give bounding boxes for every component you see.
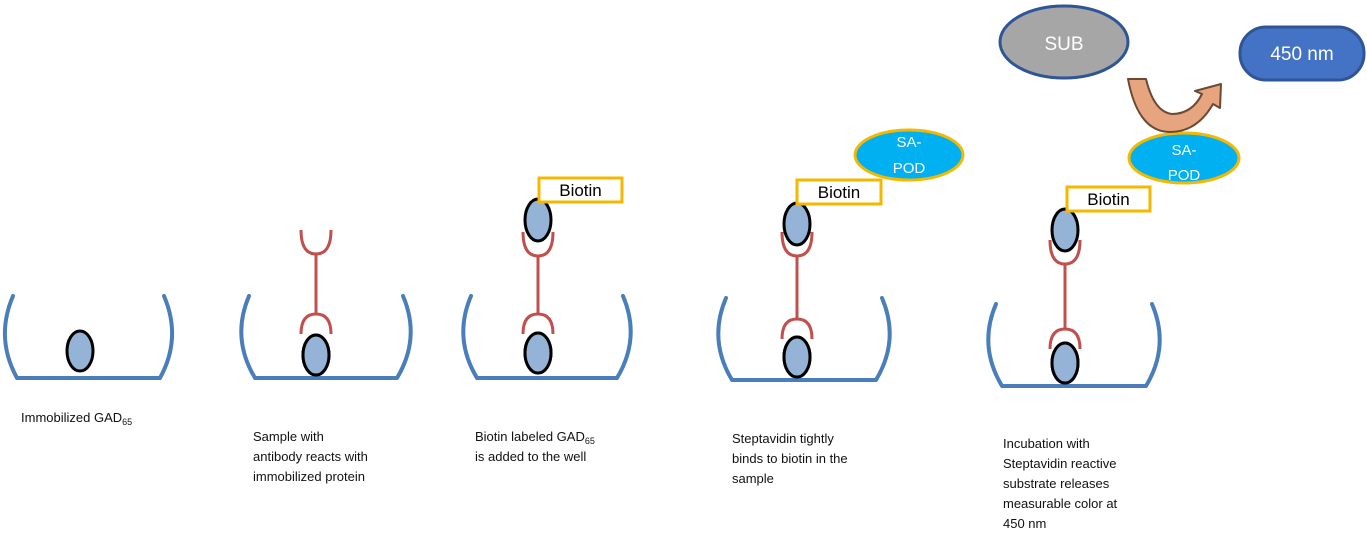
well-right-wall (395, 294, 413, 380)
antibody-bottom-arm (521, 312, 555, 335)
caption-text: Biotin labeled GAD (475, 429, 585, 444)
conversion-arrow (1127, 78, 1222, 133)
well-left-wall (986, 302, 1004, 388)
well (716, 296, 892, 382)
well-right-wall (615, 294, 633, 380)
antibody (1048, 239, 1082, 350)
caption-line: Steptavidin reactive (1003, 456, 1117, 471)
biotin-label: Biotin (559, 181, 602, 200)
well-right-wall (874, 296, 892, 382)
well-left-wall (461, 294, 479, 380)
caption-line: substrate releases (1003, 476, 1110, 491)
caption-line: Immobilized GAD65 (21, 408, 132, 428)
well (3, 294, 175, 380)
caption-line: Incubation with (1003, 434, 1117, 454)
antibody (780, 231, 814, 340)
caption-step-4: Steptavidin tightly binds to biotin in th… (732, 429, 848, 489)
antibody-bottom-arm (780, 317, 814, 340)
sa-pod-label-line2: POD (1168, 167, 1201, 184)
caption-line: Sample with (253, 427, 368, 447)
antibody-bottom-arm (1048, 327, 1082, 350)
wavelength-readout (1238, 25, 1366, 82)
antibody-top-arm (299, 229, 333, 256)
step-2 (239, 229, 413, 380)
caption-line: Biotin labeled GAD65 (475, 427, 595, 447)
biotin-label-box (795, 178, 883, 206)
caption-line: is added to the well (475, 449, 587, 464)
sa-pod-enzyme (1127, 131, 1241, 185)
well-left-wall (239, 294, 257, 380)
bound-antigen (301, 333, 331, 377)
labeled-antigen (1050, 207, 1080, 253)
well-right-wall (1144, 302, 1162, 388)
antibody-top-arm (1048, 239, 1082, 266)
substrate (998, 4, 1130, 80)
biotin-label-box (1065, 185, 1152, 213)
antibody (299, 229, 333, 335)
step-3: Biotin (461, 176, 633, 380)
well (986, 302, 1162, 388)
caption-text: Incubation with (1003, 436, 1090, 451)
labeled-antigen (782, 201, 812, 247)
well-left-wall (716, 296, 734, 382)
well (461, 294, 633, 380)
caption-step-1: Immobilized GAD65 (21, 408, 132, 428)
antibody (521, 231, 555, 335)
step-1 (3, 294, 175, 380)
sa-pod-label-line2: POD (893, 160, 926, 177)
caption-line: measurable color at (1003, 496, 1118, 511)
bound-antigen (1050, 341, 1080, 385)
bound-antigen (782, 335, 812, 379)
caption-step-3: Biotin labeled GAD65 is added to the well (475, 427, 595, 467)
labeled-antigen (523, 197, 553, 243)
substrate-label: SUB (1044, 34, 1083, 55)
caption-line: antibody reacts with (253, 449, 368, 464)
caption-line: 450 nm (1003, 516, 1047, 531)
bound-antigen (523, 331, 553, 375)
well-left-wall (3, 294, 19, 380)
biotin-label: Biotin (818, 183, 861, 202)
caption-text: Steptavidin tightly (732, 431, 834, 446)
biotin-label-box (537, 176, 624, 204)
step-4: Biotin SA- POD (716, 128, 965, 382)
wavelength-label: 450 nm (1270, 44, 1333, 65)
caption-line: Steptavidin tightly (732, 429, 848, 449)
caption-text: Immobilized GAD (21, 410, 123, 425)
biotin-label: Biotin (1087, 190, 1130, 209)
sa-pod-label-line1: SA- (896, 134, 921, 151)
antibody-top-arm (780, 231, 814, 258)
caption-text: Sample with (253, 429, 324, 444)
sa-pod-label-line1: SA- (1171, 142, 1196, 159)
well (239, 294, 413, 380)
caption-subscript: 65 (584, 436, 595, 446)
well-right-wall (158, 294, 175, 380)
antibody-top-arm (521, 231, 555, 258)
caption-line: sample (732, 471, 774, 486)
caption-subscript: 65 (122, 417, 133, 427)
step-5: Biotin SA- POD SUB 450 nm (986, 4, 1366, 388)
caption-line: immobilized protein (253, 469, 365, 484)
immobilized-antigen (65, 329, 95, 373)
caption-step-2: Sample with antibody reacts with immobiliz… (253, 427, 368, 487)
caption-line: binds to biotin in the (732, 451, 848, 466)
sa-pod-enzyme (853, 128, 965, 182)
antibody-bottom-arm (299, 312, 333, 335)
